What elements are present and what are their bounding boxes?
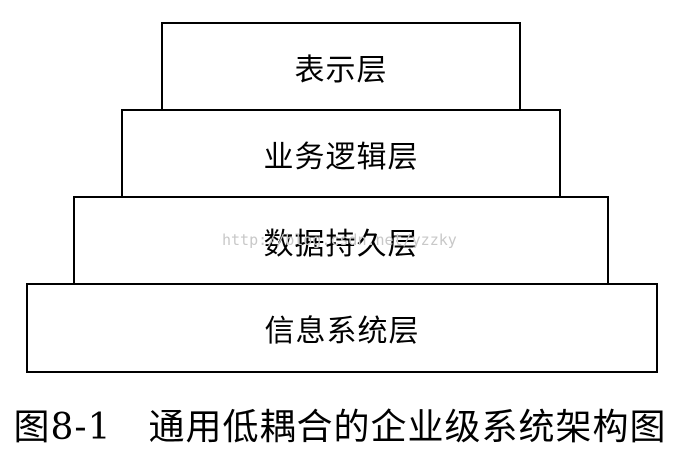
layer-presentation: 表示层 bbox=[161, 22, 521, 112]
layer-label: 表示层 bbox=[294, 53, 388, 88]
layer-business-logic: 业务逻辑层 bbox=[121, 109, 561, 199]
layered-architecture-diagram: 表示层 业务逻辑层 数据持久层 信息系统层 http://blog.csdn.n… bbox=[26, 22, 658, 373]
layer-label: 业务逻辑层 bbox=[263, 140, 419, 175]
figure-caption: 图8-1 通用低耦合的企业级系统架构图 bbox=[13, 407, 667, 448]
layer-data-persistence: 数据持久层 bbox=[73, 196, 609, 286]
layer-label: 数据持久层 bbox=[263, 227, 419, 262]
layer-information-system: 信息系统层 bbox=[26, 283, 658, 373]
layer-label: 信息系统层 bbox=[264, 314, 420, 349]
